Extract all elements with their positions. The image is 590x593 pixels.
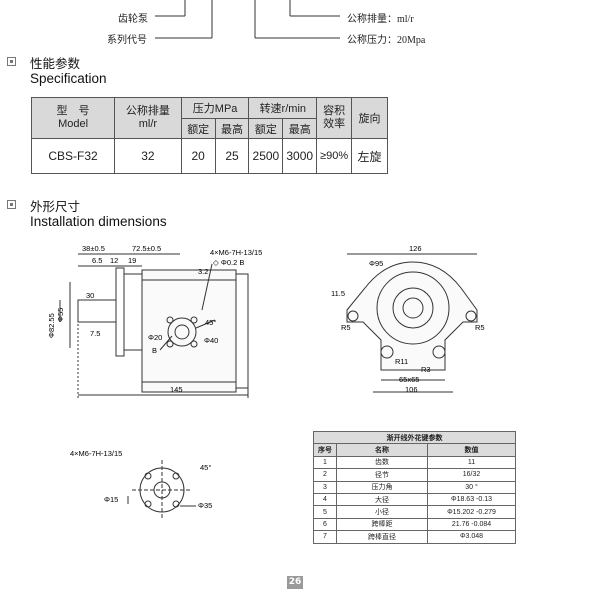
series-code-label: 系列代号 <box>107 35 147 46</box>
dim-38: 38±0.5 <box>82 244 105 253</box>
pcd-40: Φ40 <box>204 336 218 345</box>
section-title-spec-cn: 性能参数 <box>30 56 81 71</box>
dim-106: 106 <box>405 385 418 394</box>
cell: 11 <box>427 455 516 470</box>
cell: Φ15.202 -0.279 <box>427 505 516 519</box>
cell: 5 <box>313 505 337 519</box>
r5-right: R5 <box>475 323 485 332</box>
cell: 1 <box>313 455 337 470</box>
port-angle: 45° <box>200 463 211 472</box>
callout-lines <box>155 0 340 39</box>
dim-12: 12 <box>110 256 118 265</box>
r5-left: R5 <box>341 323 351 332</box>
gear-pump-label: 齿轮泵 <box>118 14 148 25</box>
spec-header-speed: 转速r/min <box>248 97 318 119</box>
dim-95: Φ95 <box>369 259 383 268</box>
section-bullet-icon <box>7 200 16 209</box>
spec-p-max: 25 <box>214 138 250 174</box>
port-dia: Φ20 <box>148 333 162 342</box>
cell: 大径 <box>336 492 428 507</box>
dim-30: 30 <box>86 291 94 300</box>
cell: 6 <box>313 517 337 532</box>
dim-shaft-dia: Φ82.55 <box>47 313 56 338</box>
dim-55: Φ55 <box>56 308 65 322</box>
thread-label: 4×M6-7H-13/15 <box>210 248 262 257</box>
spec-model: CBS-F32 <box>30 138 116 174</box>
cell: Φ18.63 -0.13 <box>427 492 516 507</box>
cell: Φ3.048 <box>427 530 516 544</box>
spec-rotation: 左旋 <box>351 138 388 174</box>
spec-header-p-max: 最高 <box>214 118 250 139</box>
side-view-drawing: 38±0.5 72.5±0.5 6.5 12 19 Φ82.55 Φ55 30 … <box>47 244 262 398</box>
cell: 3 <box>313 480 337 494</box>
gear-th-name: 名称 <box>336 443 428 457</box>
spec-eff: ≥90% <box>316 138 353 174</box>
spec-disp: 32 <box>114 138 182 174</box>
dim-11-5: 11.5 <box>331 289 345 298</box>
dim-6-5: 6.5 <box>92 256 102 265</box>
cell: 齿数 <box>336 455 428 470</box>
datum-b: B <box>152 346 157 355</box>
gear-th-value: 数值 <box>427 443 516 457</box>
front-view-drawing: 126 Φ95 11.5 R5 R5 R11 R3 65x65 106 <box>331 244 485 394</box>
section-title-spec-en: Specification <box>30 71 107 86</box>
spec-s-rated: 2500 <box>248 138 284 174</box>
port-view-drawing: 4×M6-7H-13/15 45° Φ15 Φ35 <box>70 449 212 520</box>
spec-header-s-rated: 额定 <box>248 118 284 139</box>
spec-row: CBS-F32 32 20 25 2500 3000 ≥90% 左旋 <box>30 138 388 174</box>
gear-th-no: 序号 <box>313 443 337 457</box>
cell: 2 <box>313 468 337 482</box>
angle-45: 45° <box>205 318 216 327</box>
cell: 跨棒距 <box>336 517 428 532</box>
pressure-label: 公称压力：20Mpa <box>347 35 426 46</box>
section-title-dim-en: Installation dimensions <box>30 214 167 229</box>
r11: R11 <box>395 357 408 366</box>
port-pcd-35: Φ35 <box>198 501 212 510</box>
spec-header-rotation: 旋向 <box>351 97 388 139</box>
cell: 4 <box>313 492 337 507</box>
dim-19: 19 <box>128 256 136 265</box>
spec-p-rated: 20 <box>180 138 216 174</box>
displacement-label: 公称排量：ml/r <box>347 14 414 25</box>
section-bullet-icon <box>7 57 16 66</box>
dim-3-2: 3.2 <box>198 267 208 276</box>
dim-65x65: 65x65 <box>399 375 419 384</box>
page-number: 26 <box>287 576 303 589</box>
cell: 7 <box>313 530 337 544</box>
section-title-dim-cn: 外形尺寸 <box>30 199 81 214</box>
length-145: 145 <box>170 385 183 394</box>
spec-header-efficiency: 容积效率 <box>316 97 353 139</box>
top-callouts: 齿轮泵 系列代号 公称排量：ml/r 公称压力：20Mpa <box>0 0 590 50</box>
r3: R3 <box>421 365 431 374</box>
cell: 30 ° <box>427 480 516 494</box>
spec-header-s-max: 最高 <box>282 118 318 139</box>
spec-header-p-rated: 额定 <box>180 118 216 139</box>
cell: 16/32 <box>427 468 516 482</box>
port-thread: 4×M6-7H-13/15 <box>70 449 122 458</box>
gear-table-title: 渐开线外花键参数 <box>313 430 516 445</box>
cell: 径节 <box>336 468 428 482</box>
spec-header-pressure: 压力MPa <box>180 97 250 119</box>
dim-126: 126 <box>409 244 422 253</box>
dim-72: 72.5±0.5 <box>132 244 161 253</box>
cell: 小径 <box>336 505 428 519</box>
cell: 压力角 <box>336 480 428 494</box>
cell: 21.76 -0.084 <box>427 517 516 532</box>
gdt-label: ◇ Φ0.2 B <box>213 258 244 267</box>
port-dia-15: Φ15 <box>104 495 118 504</box>
dim-7-5: 7.5 <box>90 329 100 338</box>
cell: 跨棒直径 <box>336 530 428 544</box>
spec-s-max: 3000 <box>282 138 318 174</box>
